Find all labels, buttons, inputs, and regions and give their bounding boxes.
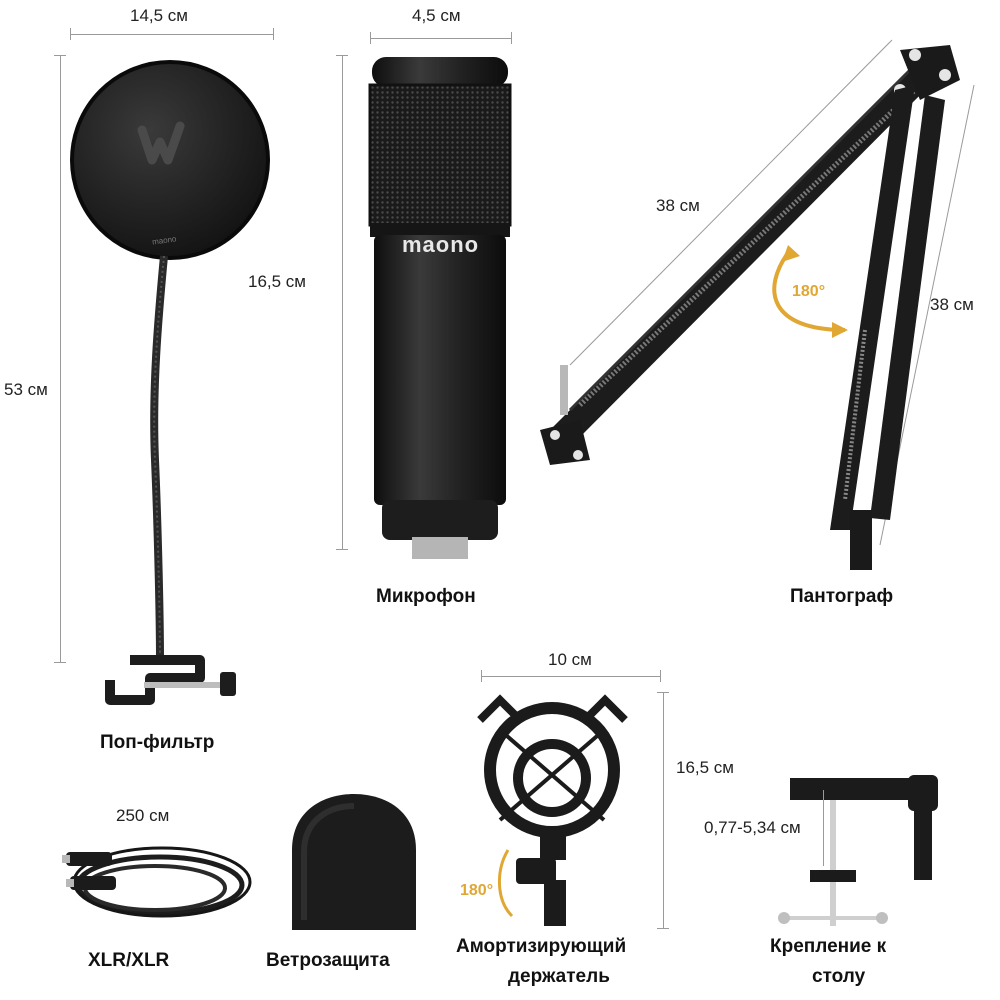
boom-arm-length-1-label: 38 см [656, 196, 700, 215]
shock-mount-height-tick-bottom [657, 928, 669, 929]
pop-filter-height-tick-top [54, 55, 66, 56]
shock-mount-rotation-label: 180° [460, 882, 494, 899]
mic-height-label: 16,5 см [248, 272, 306, 291]
table-clamp-caption-line1: Крепление к [770, 936, 887, 957]
mic-brand-label: maono [402, 232, 480, 257]
pop-filter-width-line [70, 34, 274, 35]
mic-height-tick-bottom [336, 549, 348, 550]
windscreen-image [292, 794, 416, 930]
mic-caption: Микрофон [376, 586, 476, 607]
cable-length-label: 250 см [116, 806, 170, 825]
shock-mount-height-line [663, 692, 664, 928]
pop-filter-width-label: 14,5 см [130, 6, 188, 25]
table-clamp-range-label: 0,77-5,34 см [704, 818, 801, 837]
shock-mount-width-line [481, 676, 661, 677]
pop-filter-height-line [60, 55, 61, 662]
shock-mount-height-label: 16,5 см [676, 758, 734, 777]
boom-arm-caption: Пантограф [790, 586, 894, 607]
mic-width-tick-left [370, 32, 371, 44]
table-clamp-range-line [823, 790, 824, 866]
boom-arm-length-2-label: 38 см [930, 295, 974, 314]
pop-filter-height-tick-bottom [54, 662, 66, 663]
boom-arm-rotation-label: 180° [792, 283, 826, 300]
pop-filter-caption: Поп-фильтр [100, 732, 215, 753]
shock-mount-height-tick-top [657, 692, 669, 693]
microphone-image [368, 57, 512, 559]
mic-width-tick-right [511, 32, 512, 44]
cable-caption: XLR/XLR [88, 950, 170, 971]
boom-arm-image [540, 39, 975, 570]
shock-mount-width-tick-right [660, 670, 661, 682]
mic-height-tick-top [336, 55, 348, 56]
shock-mount-caption-line2: держатель [508, 966, 610, 987]
pop-filter-image [70, 60, 270, 705]
pop-filter-width-tick-left [70, 28, 71, 40]
windscreen-caption: Ветрозащита [266, 950, 390, 971]
table-clamp-image [778, 775, 938, 926]
mic-height-line [342, 55, 343, 549]
shock-mount-image [477, 694, 628, 926]
shock-mount-width-label: 10 см [548, 650, 592, 669]
shock-mount-width-tick-left [481, 670, 482, 682]
pop-filter-height-label: 53 см [4, 380, 48, 399]
pop-filter-width-tick-right [273, 28, 274, 40]
table-clamp-caption-line2: столу [812, 966, 866, 987]
mic-width-label: 4,5 см [412, 6, 461, 25]
mic-width-line [370, 38, 512, 39]
shock-mount-caption-line1: Амортизирующий [456, 936, 627, 957]
xlr-cable-image [62, 846, 252, 918]
